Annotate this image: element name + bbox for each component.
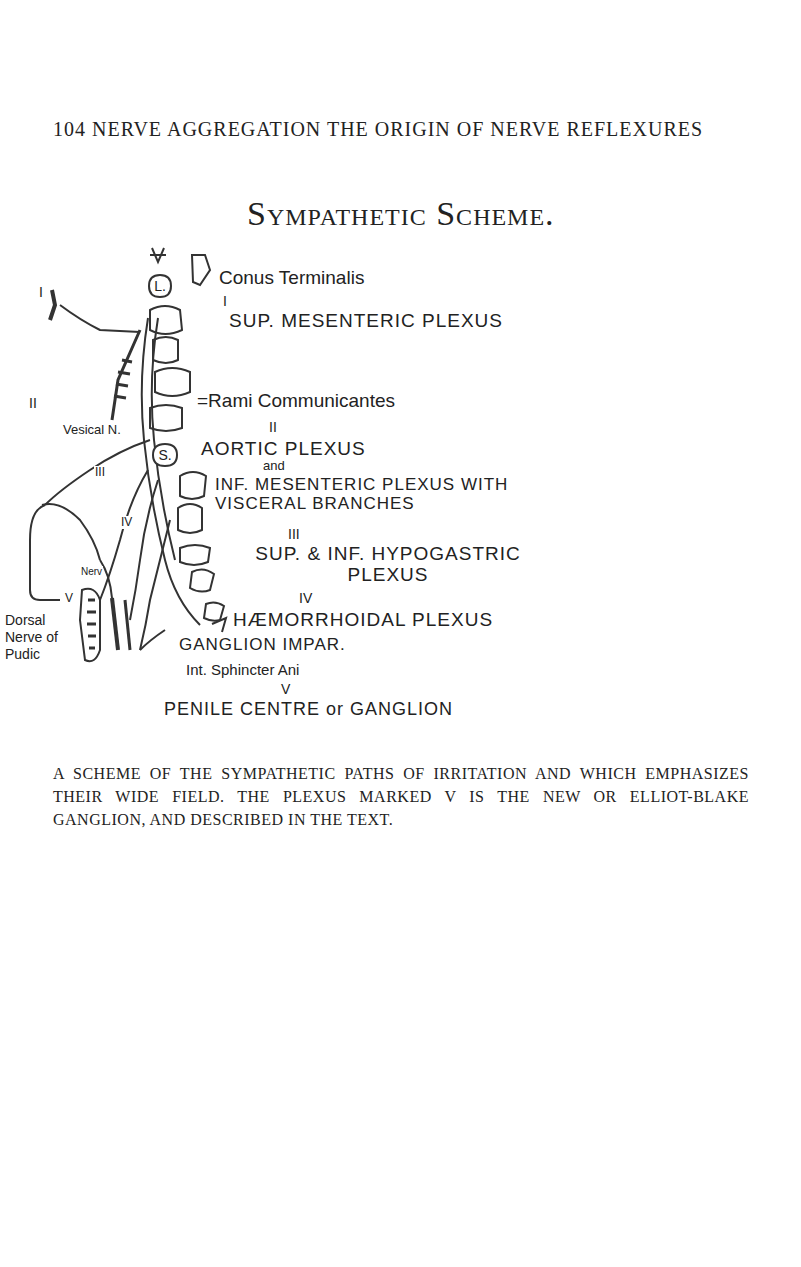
level-number: V [64, 592, 74, 605]
nerve-label: Nerv [80, 566, 103, 577]
vertebra-letter: L. [154, 272, 166, 300]
plexus-label: INF. MESENTERIC PLEXUS WITH VISCERAL BRA… [214, 476, 516, 513]
level-number: I [38, 285, 44, 300]
plexus-label: HÆMORRHOIDAL PLEXUS [232, 610, 494, 631]
figure-caption: A SCHEME OF THE SYMPATHETIC PATHS OF IRR… [52, 762, 750, 831]
vertebra-outline: L. [146, 272, 174, 300]
level-number: II [28, 396, 38, 411]
vertebra-outline: S. [150, 441, 180, 469]
level-number: III [287, 527, 301, 542]
diagram-title: Sympathetic Scheme. [246, 195, 556, 232]
level-number: III [94, 466, 106, 479]
structure-label: =Rami Communicantes [196, 391, 396, 412]
ganglion-label: GANGLION IMPAR. [178, 636, 347, 655]
plexus-label: AORTIC PLEXUS [200, 439, 367, 460]
nerve-label: Dorsal Nerve of Pudic [4, 612, 78, 663]
vertebra-letter: S. [158, 441, 171, 469]
structure-label: Conus Terminalis [218, 268, 365, 289]
ganglion-label: PENILE CENTRE or GANGLION [163, 700, 454, 720]
level-number: IV [298, 591, 313, 606]
nerve-label: Vesical N. [62, 423, 122, 437]
level-number: I [222, 294, 228, 309]
level-number: V [280, 682, 291, 697]
level-number: II [268, 420, 278, 435]
running-head: 104 NERVE AGGREGATION THE ORIGIN OF NERV… [52, 118, 704, 140]
connective-word: and [262, 459, 286, 473]
plexus-label: SUP. & INF. HYPOGASTRIC PLEXUS [222, 544, 554, 586]
structure-label: Int. Sphincter Ani [185, 662, 300, 679]
plexus-label: SUP. MESENTERIC PLEXUS [228, 311, 504, 332]
level-number: IV [120, 516, 133, 529]
